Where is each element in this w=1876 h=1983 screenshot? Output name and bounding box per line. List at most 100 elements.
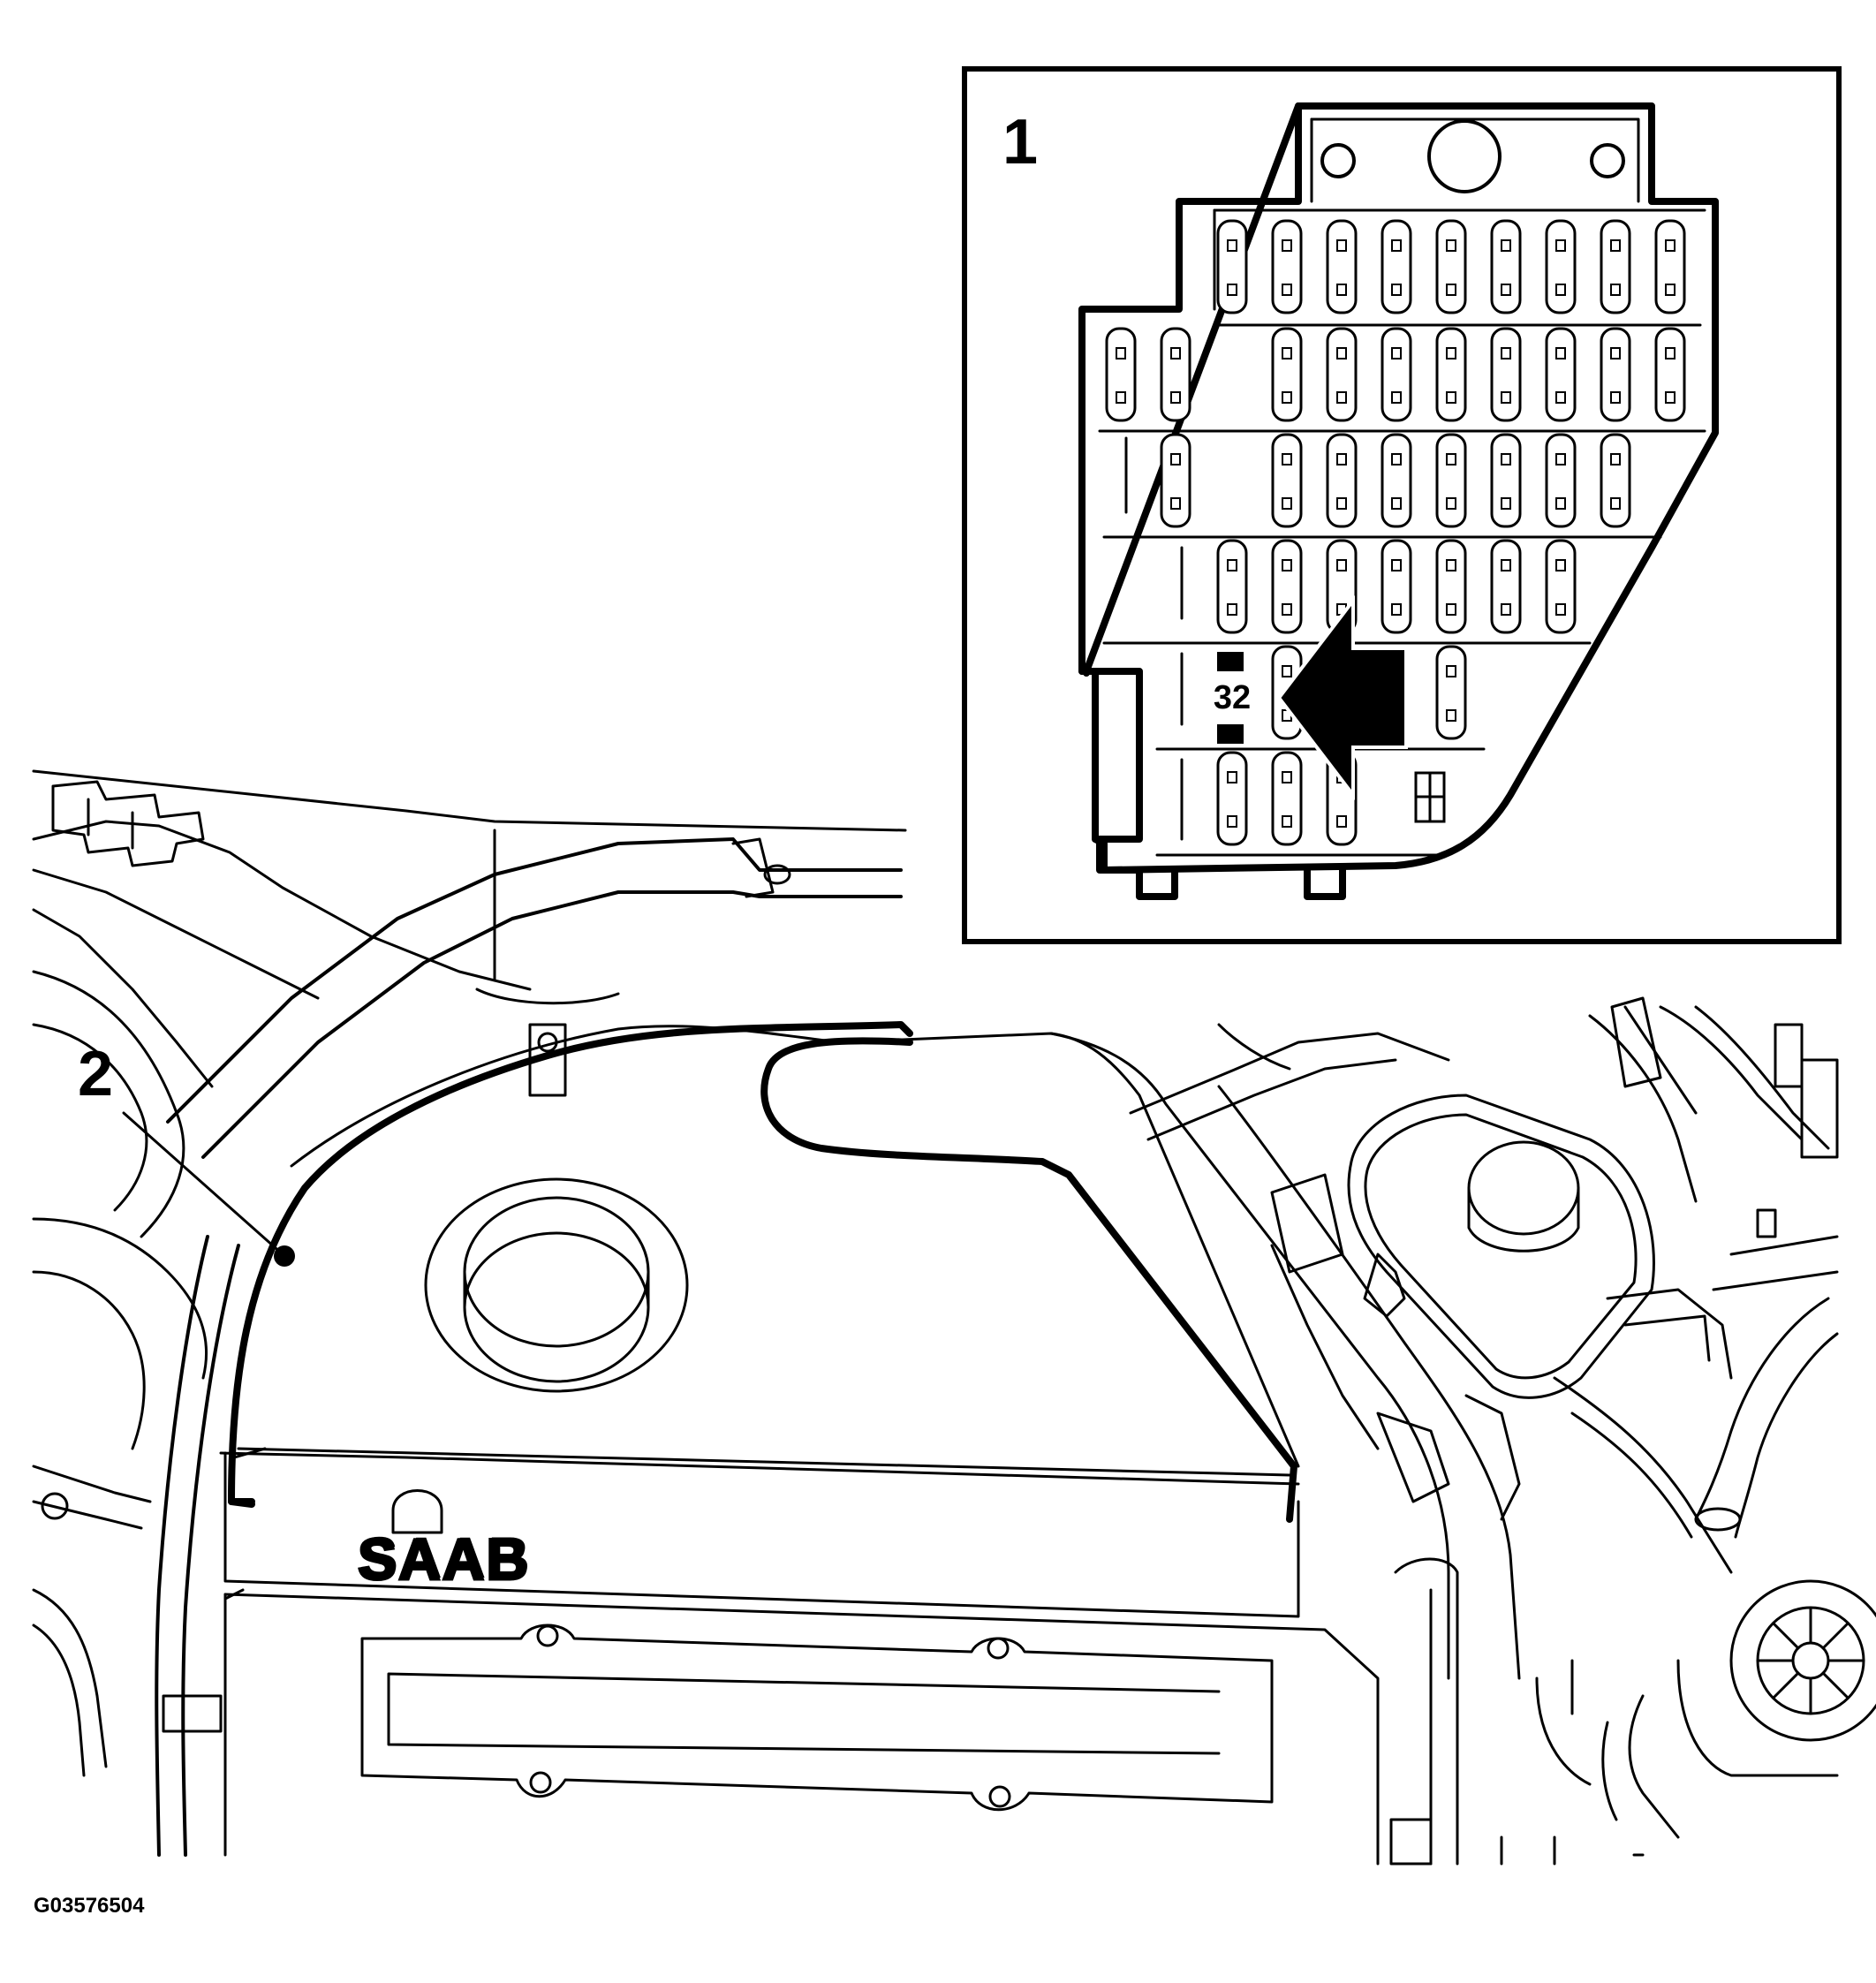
- fuse-terminal: [1555, 453, 1566, 465]
- fuse: [1545, 327, 1577, 422]
- fuse-terminal: [1282, 391, 1292, 404]
- fuse-32-marker-bottom: [1217, 724, 1244, 744]
- fuse-terminal: [1227, 815, 1237, 828]
- fuse-terminal: [1391, 453, 1402, 465]
- fuse: [1435, 645, 1467, 740]
- fuse: [1545, 539, 1577, 634]
- fuse-terminal: [1336, 815, 1347, 828]
- fuse-terminal: [1227, 603, 1237, 616]
- saab-badge-outline: SAAB: [358, 1526, 530, 1592]
- fuse: [1105, 327, 1137, 422]
- fuse-terminal: [1665, 239, 1676, 252]
- fuse-terminal: [1501, 559, 1511, 571]
- fuse: [1545, 433, 1577, 528]
- fuse-terminal: [1555, 284, 1566, 296]
- fuse-terminal: [1116, 391, 1126, 404]
- fuse-terminal: [1336, 391, 1347, 404]
- fuse-terminal: [1282, 665, 1292, 677]
- fuse-terminal: [1391, 391, 1402, 404]
- fuse-terminal: [1555, 497, 1566, 510]
- fuse-terminal: [1336, 559, 1347, 571]
- fuse-terminal: [1610, 284, 1621, 296]
- fuse-terminal: [1336, 497, 1347, 510]
- fuse-terminal: [1610, 453, 1621, 465]
- fuse: [1435, 327, 1467, 422]
- fuse-terminal: [1555, 559, 1566, 571]
- fuse-terminal: [1665, 347, 1676, 360]
- fuse: [1326, 327, 1358, 422]
- fuse-terminal: [1610, 391, 1621, 404]
- fuse-terminal: [1555, 239, 1566, 252]
- fuse: [1381, 433, 1412, 528]
- fuse: [1545, 219, 1577, 314]
- fuse: [1490, 433, 1522, 528]
- fuse-terminal: [1170, 453, 1181, 465]
- fuse-terminal: [1555, 603, 1566, 616]
- fuse-32-label: 32: [1214, 679, 1251, 716]
- fuse-terminal: [1501, 347, 1511, 360]
- fuse-terminal: [1610, 497, 1621, 510]
- fuse: [1160, 327, 1191, 422]
- callout-1-number: 1: [1002, 107, 1038, 178]
- fuse: [1216, 539, 1248, 634]
- fuse: [1600, 327, 1631, 422]
- fuse-terminal: [1446, 665, 1456, 677]
- fuse-terminal: [1501, 391, 1511, 404]
- fuse: [1216, 751, 1248, 846]
- fuse-terminal: [1446, 497, 1456, 510]
- fuse-terminal: [1391, 497, 1402, 510]
- callout-2-number: 2: [78, 1039, 113, 1109]
- fuse: [1271, 327, 1303, 422]
- fuse-terminal: [1391, 603, 1402, 616]
- fuse-terminal: [1501, 284, 1511, 296]
- fuse-terminal: [1446, 391, 1456, 404]
- fuse-terminal: [1336, 284, 1347, 296]
- fuse-terminal: [1336, 453, 1347, 465]
- fuse: [1381, 219, 1412, 314]
- fuse-terminal: [1610, 239, 1621, 252]
- fuse-terminal: [1170, 391, 1181, 404]
- engine-compartment-drawing: [32, 769, 1876, 1866]
- fuse-terminal: [1282, 771, 1292, 783]
- fuse-terminal: [1282, 284, 1292, 296]
- fuse-terminal: [1282, 559, 1292, 571]
- fuse-terminal: [1501, 497, 1511, 510]
- fuse: [1160, 433, 1191, 528]
- fuse: [1271, 751, 1303, 846]
- fuse: [1271, 219, 1303, 314]
- fuse-terminal: [1665, 284, 1676, 296]
- fuse-terminal: [1336, 239, 1347, 252]
- fuse-terminal: [1282, 603, 1292, 616]
- fuse: [1490, 539, 1522, 634]
- fuse-terminal: [1282, 239, 1292, 252]
- fuse-terminal: [1446, 453, 1456, 465]
- fuse-terminal: [1116, 347, 1126, 360]
- fuse: [1490, 219, 1522, 314]
- fuse-terminal: [1391, 559, 1402, 571]
- fuse-terminal: [1555, 391, 1566, 404]
- fuse: [1490, 327, 1522, 422]
- fuse: [1216, 219, 1248, 314]
- fuse: [1654, 219, 1686, 314]
- fuse-terminal: [1170, 347, 1181, 360]
- fuse: [1326, 219, 1358, 314]
- fuse-terminal: [1336, 347, 1347, 360]
- fuse-terminal: [1391, 284, 1402, 296]
- fuse: [1271, 539, 1303, 634]
- fuse-32-marker-top: [1217, 652, 1244, 671]
- fuse: [1600, 433, 1631, 528]
- fuse-terminal: [1610, 347, 1621, 360]
- fuse-terminal: [1282, 815, 1292, 828]
- fuse: [1381, 327, 1412, 422]
- fuse-terminal: [1501, 453, 1511, 465]
- figure-id: G03576504: [34, 1894, 145, 1918]
- fuse-terminal: [1555, 347, 1566, 360]
- fuse-box-inset: 32 1: [962, 66, 1842, 944]
- fuse-terminal: [1391, 239, 1402, 252]
- fuse: [1435, 219, 1467, 314]
- fuse-terminal: [1501, 603, 1511, 616]
- fuse-terminal: [1446, 603, 1456, 616]
- fuse: [1600, 219, 1631, 314]
- fuse-terminal: [1501, 239, 1511, 252]
